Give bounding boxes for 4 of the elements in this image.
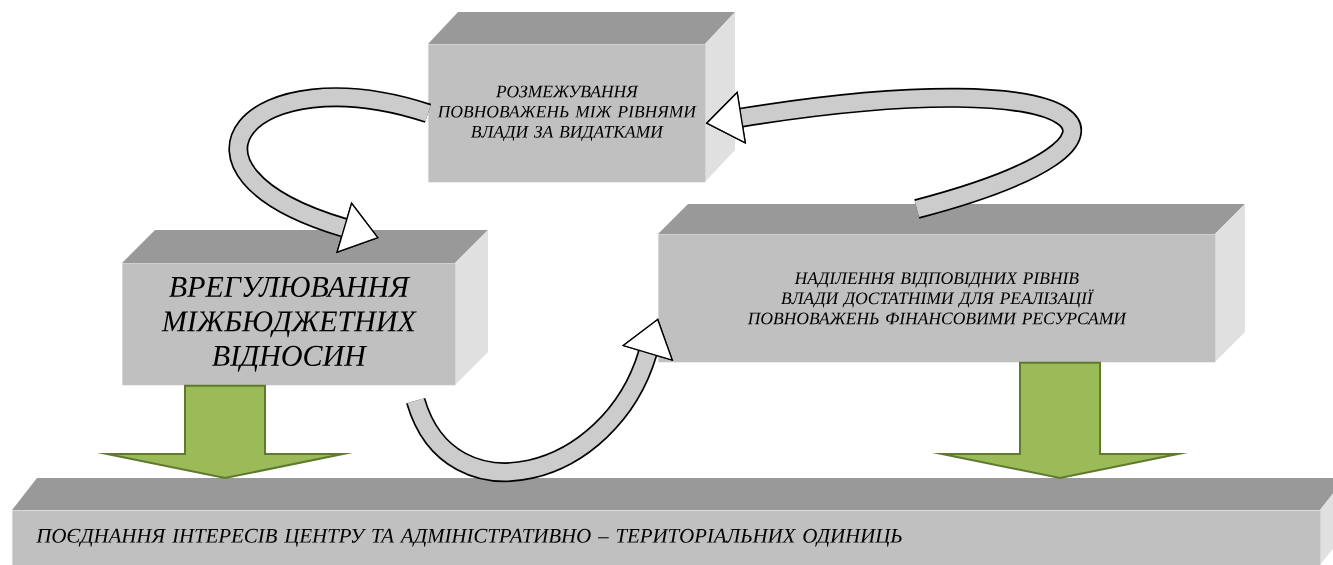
block-box: ПОЄДНАННЯ ІНТЕРЕСІВ ЦЕНТРУ ТА АДМІНІСТРАТИВНО – ТЕРИТОРІАЛЬНИХ ОДИНИЦЬ: [12, 478, 1333, 565]
block-box: НАДІЛЕННЯ ВІДПОВІДНИХ РІВНІВ ВЛАДИ ДОСТАТНІМИ ДЛЯ РЕАЛІЗАЦІЇ ПОВНОВАЖЕНЬ ФІНАНСОВИМИ РЕСУРСАМИ: [658, 204, 1245, 363]
block-box: ВРЕГУЛЮВАННЯ МІЖБЮДЖЕТНИХ ВІДНОСИН: [122, 230, 488, 386]
block-box: РОЗМЕЖУВАННЯ ПОВНОВАЖЕНЬ МІЖ РІВНЯМИ ВЛАДИ ЗА ВИДАТКАМИ: [428, 12, 735, 183]
